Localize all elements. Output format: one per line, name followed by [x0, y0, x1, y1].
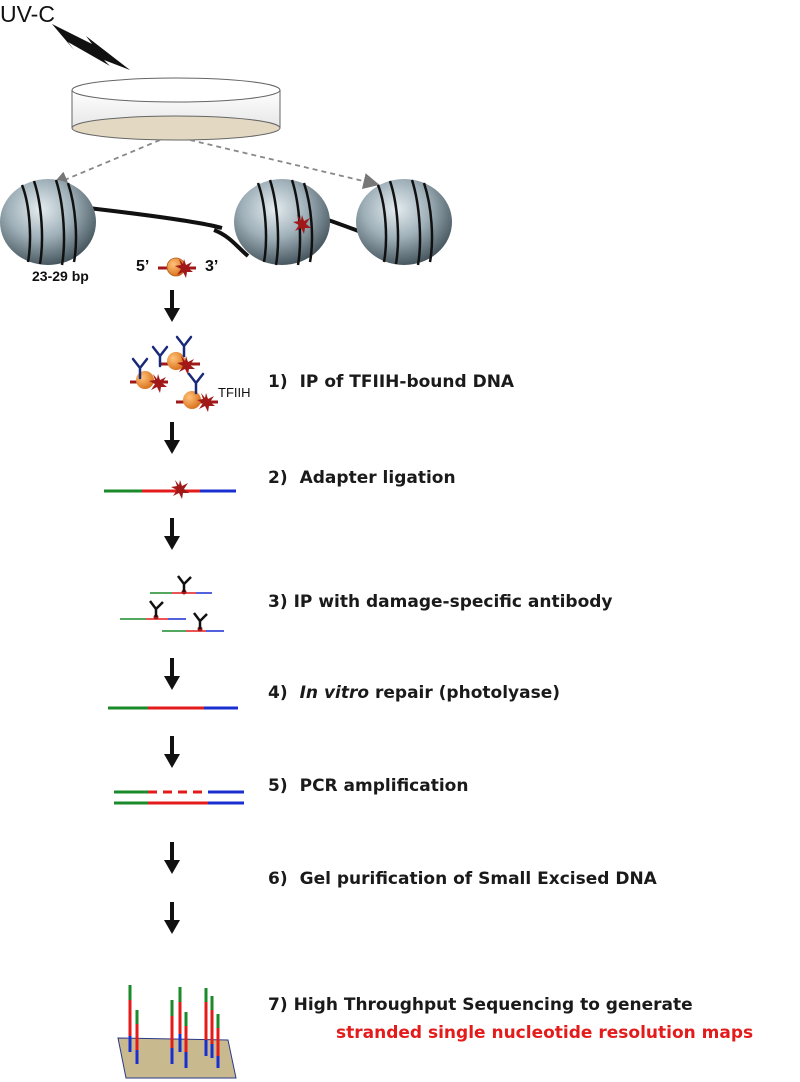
nucleosome-right: [356, 179, 452, 266]
arrow-down-icon: [164, 902, 180, 934]
arrow-down-icon: [164, 736, 180, 768]
dish-to-chromatin-arrows: [51, 139, 380, 189]
fragment-length-label: 23-29 bp: [32, 268, 89, 284]
step-text: IP with damage-specific antibody: [293, 592, 613, 612]
nucleosome-middle: [234, 179, 330, 266]
excised-fragment: [158, 257, 196, 278]
arrow-down-icon: [164, 658, 180, 690]
damage-ip-illustration: [120, 575, 224, 632]
chromatin-fiber: [0, 179, 452, 266]
step-text: Gel purification of Small Excised DNA: [299, 869, 657, 889]
arrow-down-icon: [164, 842, 180, 874]
nucleosome-left: [0, 179, 96, 266]
step-text: PCR amplification: [299, 776, 469, 796]
tfiih-label: TFIIH: [218, 385, 251, 400]
arrow-down-icon: [164, 422, 180, 454]
step-7: 7)High Throughput Sequencing to generate: [268, 995, 693, 1015]
step-number: 1): [268, 372, 288, 392]
step-number: 6): [268, 869, 288, 889]
three-prime-label: 3’: [205, 258, 219, 275]
uv-label: UV-C: [0, 1, 55, 27]
step-number: 3): [268, 592, 288, 612]
five-prime-label: 5’: [136, 258, 150, 275]
step-text: IP of TFIIH-bound DNA: [299, 372, 515, 392]
step-number: 7): [268, 995, 288, 1015]
sequencing-reads: [128, 985, 220, 1068]
tfiih-ip-illustration: [130, 335, 218, 412]
step-text-italic: In vitro: [299, 683, 370, 703]
petri-dish-icon: [71, 77, 281, 141]
step-7-highlight: stranded single nucleotide resolution ma…: [336, 1023, 754, 1043]
step-6: 6) Gel purification of Small Excised DNA: [268, 869, 657, 889]
ligated-fragment: [104, 480, 236, 499]
step-number: 5): [268, 776, 288, 796]
step-1: 1) IP of TFIIH-bound DNA: [268, 372, 514, 392]
step-text: High Throughput Sequencing to generate: [293, 995, 693, 1015]
arrow-down-icon: [164, 518, 180, 550]
step-2: 2) Adapter ligation: [268, 468, 456, 488]
arrow-down-icon: [164, 290, 180, 322]
step-text: Adapter ligation: [299, 468, 456, 488]
step-4: 4) In vitro repair (photolyase): [268, 683, 560, 703]
uv-lightning-icon: [52, 24, 130, 70]
flow-cell-illustration: [117, 985, 237, 1079]
step-text: repair (photolyase): [369, 683, 560, 703]
step-number: 4): [268, 683, 288, 703]
step-number: 2): [268, 468, 288, 488]
pcr-duplex: [114, 790, 244, 805]
step-3: 3)IP with damage-specific antibody: [268, 592, 613, 612]
step-5: 5) PCR amplification: [268, 776, 468, 796]
